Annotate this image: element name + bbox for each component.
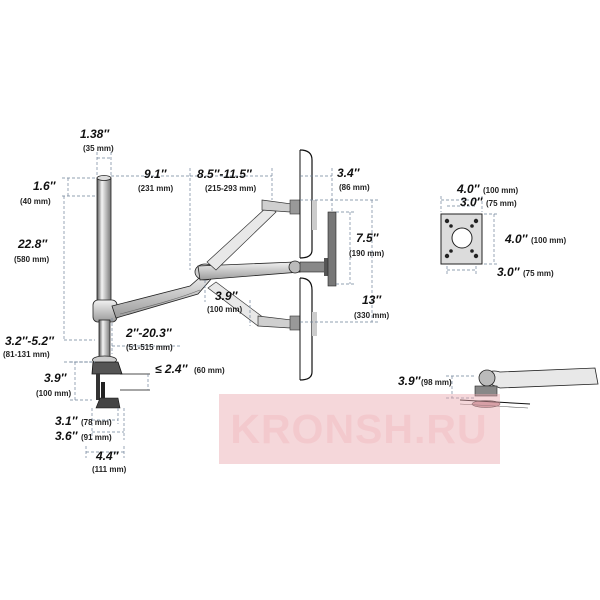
- clamp-opening-metric: (60 mm): [194, 366, 225, 375]
- dimension-lines: [62, 152, 498, 458]
- vesa-inner-width-metric: (75 mm): [486, 199, 517, 208]
- base-width-label: 4.4″: [95, 449, 120, 463]
- clamp-depth-1-label: 3.1″: [55, 414, 79, 428]
- base-height-metric: (81-131 mm): [3, 350, 50, 359]
- lift-range-metric: (51-515 mm): [126, 343, 173, 352]
- desk-clamp: [91, 361, 150, 409]
- vesa-outer-width-metric: (100 mm): [483, 186, 518, 195]
- vesa-inner-height-label: 3.0″: [497, 265, 521, 279]
- clamp-depth-2-metric: (91 mm): [81, 433, 112, 442]
- height-range-metric: (330 mm): [354, 311, 389, 320]
- watermark: KRONSH.RU: [219, 394, 500, 464]
- clamp-height-metric: (100 mm): [36, 389, 71, 398]
- upper-arm-label: 9.1″: [144, 167, 168, 181]
- pole-top-offset-metric: (40 mm): [20, 197, 51, 206]
- pole-width-label: 1.38″: [80, 127, 110, 141]
- upper-arm-metric: (231 mm): [138, 184, 173, 193]
- tilt-head-label: 3.4″: [337, 166, 361, 180]
- arm: [111, 199, 330, 331]
- vesa-offset-metric: (190 mm): [349, 249, 384, 258]
- pole-height-metric: (580 mm): [14, 255, 49, 264]
- base-height-label: 3.2″-5.2″: [5, 334, 55, 348]
- elbow-metric: (100 mm): [207, 305, 242, 314]
- elbow-label: 3.9″: [215, 289, 239, 303]
- tilt-head-metric: (86 mm): [339, 183, 370, 192]
- base-width-metric: (111 mm): [92, 465, 127, 474]
- pole: [92, 175, 118, 365]
- pole-top-offset-label: 1.6″: [33, 179, 57, 193]
- height-range-label: 13″: [362, 293, 382, 307]
- vesa-inner-width-label: 3.0″: [460, 195, 484, 209]
- clamp-depth-2-label: 3.6″: [55, 429, 79, 443]
- forearm-metric: (215-293 mm): [205, 184, 256, 193]
- dimension-labels: 1.38″ (35 mm) 1.6″ (40 mm) 22.8″ (580 mm…: [3, 127, 566, 474]
- pole-height-label: 22.8″: [17, 237, 48, 251]
- vesa-plate: [440, 213, 483, 265]
- vesa-outer-height-label: 4.0″: [504, 232, 529, 246]
- desk-detail: [459, 367, 599, 409]
- desk-clearance-label: 3.9″: [398, 374, 422, 388]
- vesa-outer-width-label: 4.0″: [456, 182, 481, 196]
- lift-range-label: 2″-20.3″: [125, 326, 173, 340]
- desk-clearance-metric: (98 mm): [421, 378, 452, 387]
- clamp-depth-1-metric: (78 mm): [81, 418, 112, 427]
- pole-width-metric: (35 mm): [83, 144, 114, 153]
- watermark-text: KRONSH.RU: [230, 406, 487, 452]
- vesa-outer-height-metric: (100 mm): [531, 236, 566, 245]
- vesa-inner-height-metric: (75 mm): [523, 269, 554, 278]
- forearm-label: 8.5″-11.5″: [197, 167, 253, 181]
- clamp-height-label: 3.9″: [44, 371, 68, 385]
- clamp-opening-label: ≤ 2.4″: [155, 362, 189, 376]
- monitor-side-views: [299, 149, 337, 381]
- vesa-offset-label: 7.5″: [356, 231, 380, 245]
